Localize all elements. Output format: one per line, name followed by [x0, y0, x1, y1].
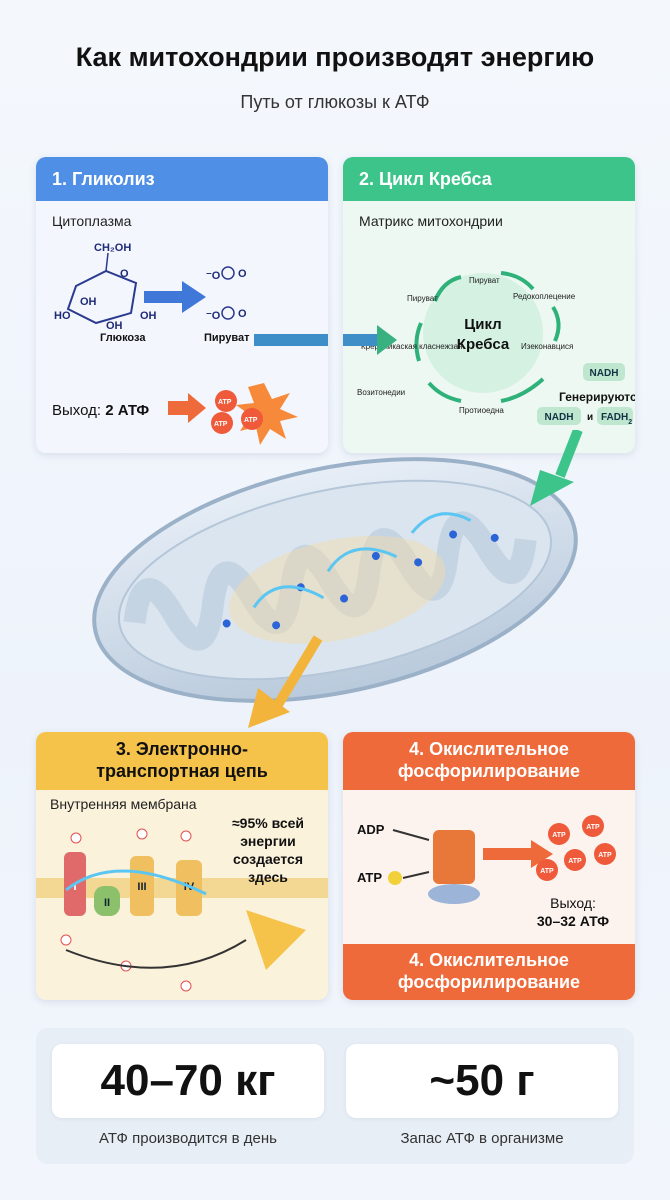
complex-iii-label: III: [137, 881, 146, 893]
svg-text:OH: OH: [80, 296, 97, 308]
nadh-badge-2: [537, 407, 581, 425]
svg-text:O: O: [238, 308, 247, 320]
atp-out-4: ATP: [568, 858, 582, 865]
nadh-label: NADH: [590, 368, 619, 379]
svg-text:OH: OH: [140, 310, 157, 322]
oxphos-footer: 4. Окислительное фосфорилирование: [343, 944, 635, 1000]
atp-out-2: ATP: [586, 824, 600, 831]
svg-text:FADH2: FADH2: [601, 412, 632, 426]
krebs-node-2: Редокоплецение: [513, 292, 576, 301]
atp-synthase: [433, 830, 475, 884]
oxphos-footer-line1: 4. Окислительное: [409, 950, 569, 971]
krebs-header: 2. Цикл Кребса: [343, 157, 635, 201]
svg-text:O: O: [238, 268, 247, 280]
etc-note-line1: ≈95% всей: [232, 815, 304, 831]
cycle-arrows: [414, 271, 561, 403]
oxphos-footer-line2: фосфорилирование: [397, 972, 581, 992]
glycolysis-header: 1. Гликолиз: [36, 157, 328, 201]
svg-text:OH: OH: [106, 320, 123, 332]
arrow-down-left-icon: [248, 635, 323, 728]
arrow-to-krebs-icon: [254, 334, 328, 346]
atp-out-3: ATP: [598, 852, 612, 859]
adp-label: ADP: [357, 822, 385, 837]
fadh-badge: [597, 407, 633, 425]
etc-diagram: I II III IV ≈95% всей энергии создается …: [36, 815, 328, 992]
atp-out-5: ATP: [540, 868, 554, 875]
krebs-node-3: Изеконавцися: [521, 342, 573, 351]
glycolysis-diagram: CH₂OH O HO OH OH OH Глюкоза ⁻O O ⁻O O: [52, 242, 328, 445]
atp-cluster-icon: ATP ATP ATP ATP ATP: [536, 815, 616, 881]
krebs-node-1: Пируват: [469, 276, 500, 285]
krebs-center-line1: Цикл: [464, 316, 501, 333]
etc-note-line4: здесь: [248, 869, 288, 885]
krebs-card: 2. Цикл Кребса Матрикс митохондрии Цикл …: [343, 157, 635, 453]
page-title: Как митохондрии производят энергию: [75, 42, 595, 72]
nadh-badge: [583, 363, 625, 381]
krebs-node-6: Крериникаская класнежзая: [361, 342, 462, 351]
svg-text:⁻O: ⁻O: [206, 310, 221, 322]
etc-note-line2: энергии: [240, 833, 296, 849]
pyruvate-molecules: ⁻O O ⁻O O Пируват: [204, 266, 250, 344]
glucose-molecule: CH₂OH O HO OH OH OH Глюкоза: [54, 242, 157, 344]
glucose-label: Глюкоза: [100, 332, 146, 344]
krebs-generated-line1: Генерируются: [559, 390, 635, 404]
atp-in-label: ATP: [357, 870, 382, 885]
complex-ii-label: II: [104, 897, 110, 909]
oxphos-output-line2: 30–32 АТФ: [537, 913, 609, 929]
krebs-node-4: Протиоедна: [459, 406, 504, 415]
mitochondrion-illustration: [92, 430, 583, 728]
pyruvate-label: Пируват: [204, 332, 250, 344]
glycolysis-card: 1. Гликолиз Цитоплазма CH₂OH O HO OH OH …: [36, 157, 328, 453]
atp-badge-3: ATP: [244, 417, 258, 424]
krebs-center-line2: Кребса: [457, 336, 510, 353]
krebs-location: Матрикс митохондрии: [359, 213, 503, 229]
svg-text:CH₂OH: CH₂OH: [94, 242, 131, 254]
krebs-node-0: Пируват: [407, 294, 438, 303]
complex-iv: [176, 860, 202, 916]
svg-text:O: O: [120, 268, 129, 280]
arrow-in-krebs-icon: [343, 325, 397, 355]
etc-location: Внутренняя мембрана: [50, 796, 197, 812]
svg-text:HO: HO: [54, 310, 71, 322]
atp-reserve-value: ~50 г: [346, 1044, 618, 1118]
glycolysis-output-prefix: Выход:: [52, 402, 105, 419]
etc-header: 3. Электронно- транспортная цепь: [36, 732, 328, 790]
atp-badge-1: ATP: [218, 399, 232, 406]
oxphos-title-line2: фосфорилирование: [397, 761, 581, 781]
etc-title-line2: транспортная цепь: [96, 761, 268, 781]
oxphos-title-line1: 4. Окислительное: [409, 739, 569, 760]
atp-burst-icon: ATP ATP ATP: [211, 383, 298, 445]
svg-text:Выход: 2 АТФ: Выход: 2 АТФ: [52, 402, 149, 419]
etc-card: 3. Электронно- транспортная цепь Внутрен…: [36, 732, 328, 1000]
atp-reserve-label: Запас АТФ в организме: [400, 1130, 564, 1147]
complex-i-label: I: [73, 881, 76, 893]
krebs-generated-and: и: [587, 412, 593, 423]
oxphos-card: 4. Окислительное фосфорилирование ADP AT…: [343, 732, 635, 1000]
krebs-node-5: Возитонедии: [357, 388, 405, 397]
krebs-generated-sub: 2: [628, 419, 632, 426]
oxphos-header: 4. Окислительное фосфорилирование: [343, 732, 635, 790]
stats-panel: 40–70 кг АТФ производится в день ~50 г З…: [36, 1028, 634, 1164]
atp-badge-2: ATP: [214, 421, 228, 428]
atp-produced-value: 40–70 кг: [52, 1044, 324, 1118]
arrow-down-right-icon: [530, 430, 583, 506]
svg-text:⁻O: ⁻O: [206, 270, 221, 282]
arrow-right-icon: [144, 281, 206, 313]
etc-note-line3: создается: [233, 851, 303, 867]
krebs-generated-fadh: FADH: [601, 412, 628, 423]
arrow-right-orange-icon: [168, 393, 206, 423]
krebs-diagram: Цикл Кребса Пируват Пируват Редокоплецен…: [343, 271, 635, 426]
glycolysis-output-value: 2 АТФ: [105, 402, 149, 419]
atp-produced-label: АТФ производится в день: [99, 1130, 277, 1147]
oxphos-diagram: ADP ATP ATP ATP ATP ATP ATP Выход: 30–32…: [357, 815, 616, 929]
page-subtitle: Путь от глюкозы к АТФ: [240, 92, 430, 112]
glycolysis-location: Цитоплазма: [52, 213, 132, 229]
oxphos-output-line1: Выход:: [550, 895, 596, 911]
complex-ii: [94, 886, 120, 916]
krebs-generated-nadh: NADH: [545, 412, 574, 423]
etc-title-line1: 3. Электронно-: [115, 739, 249, 760]
atp-out-1: ATP: [552, 832, 566, 839]
